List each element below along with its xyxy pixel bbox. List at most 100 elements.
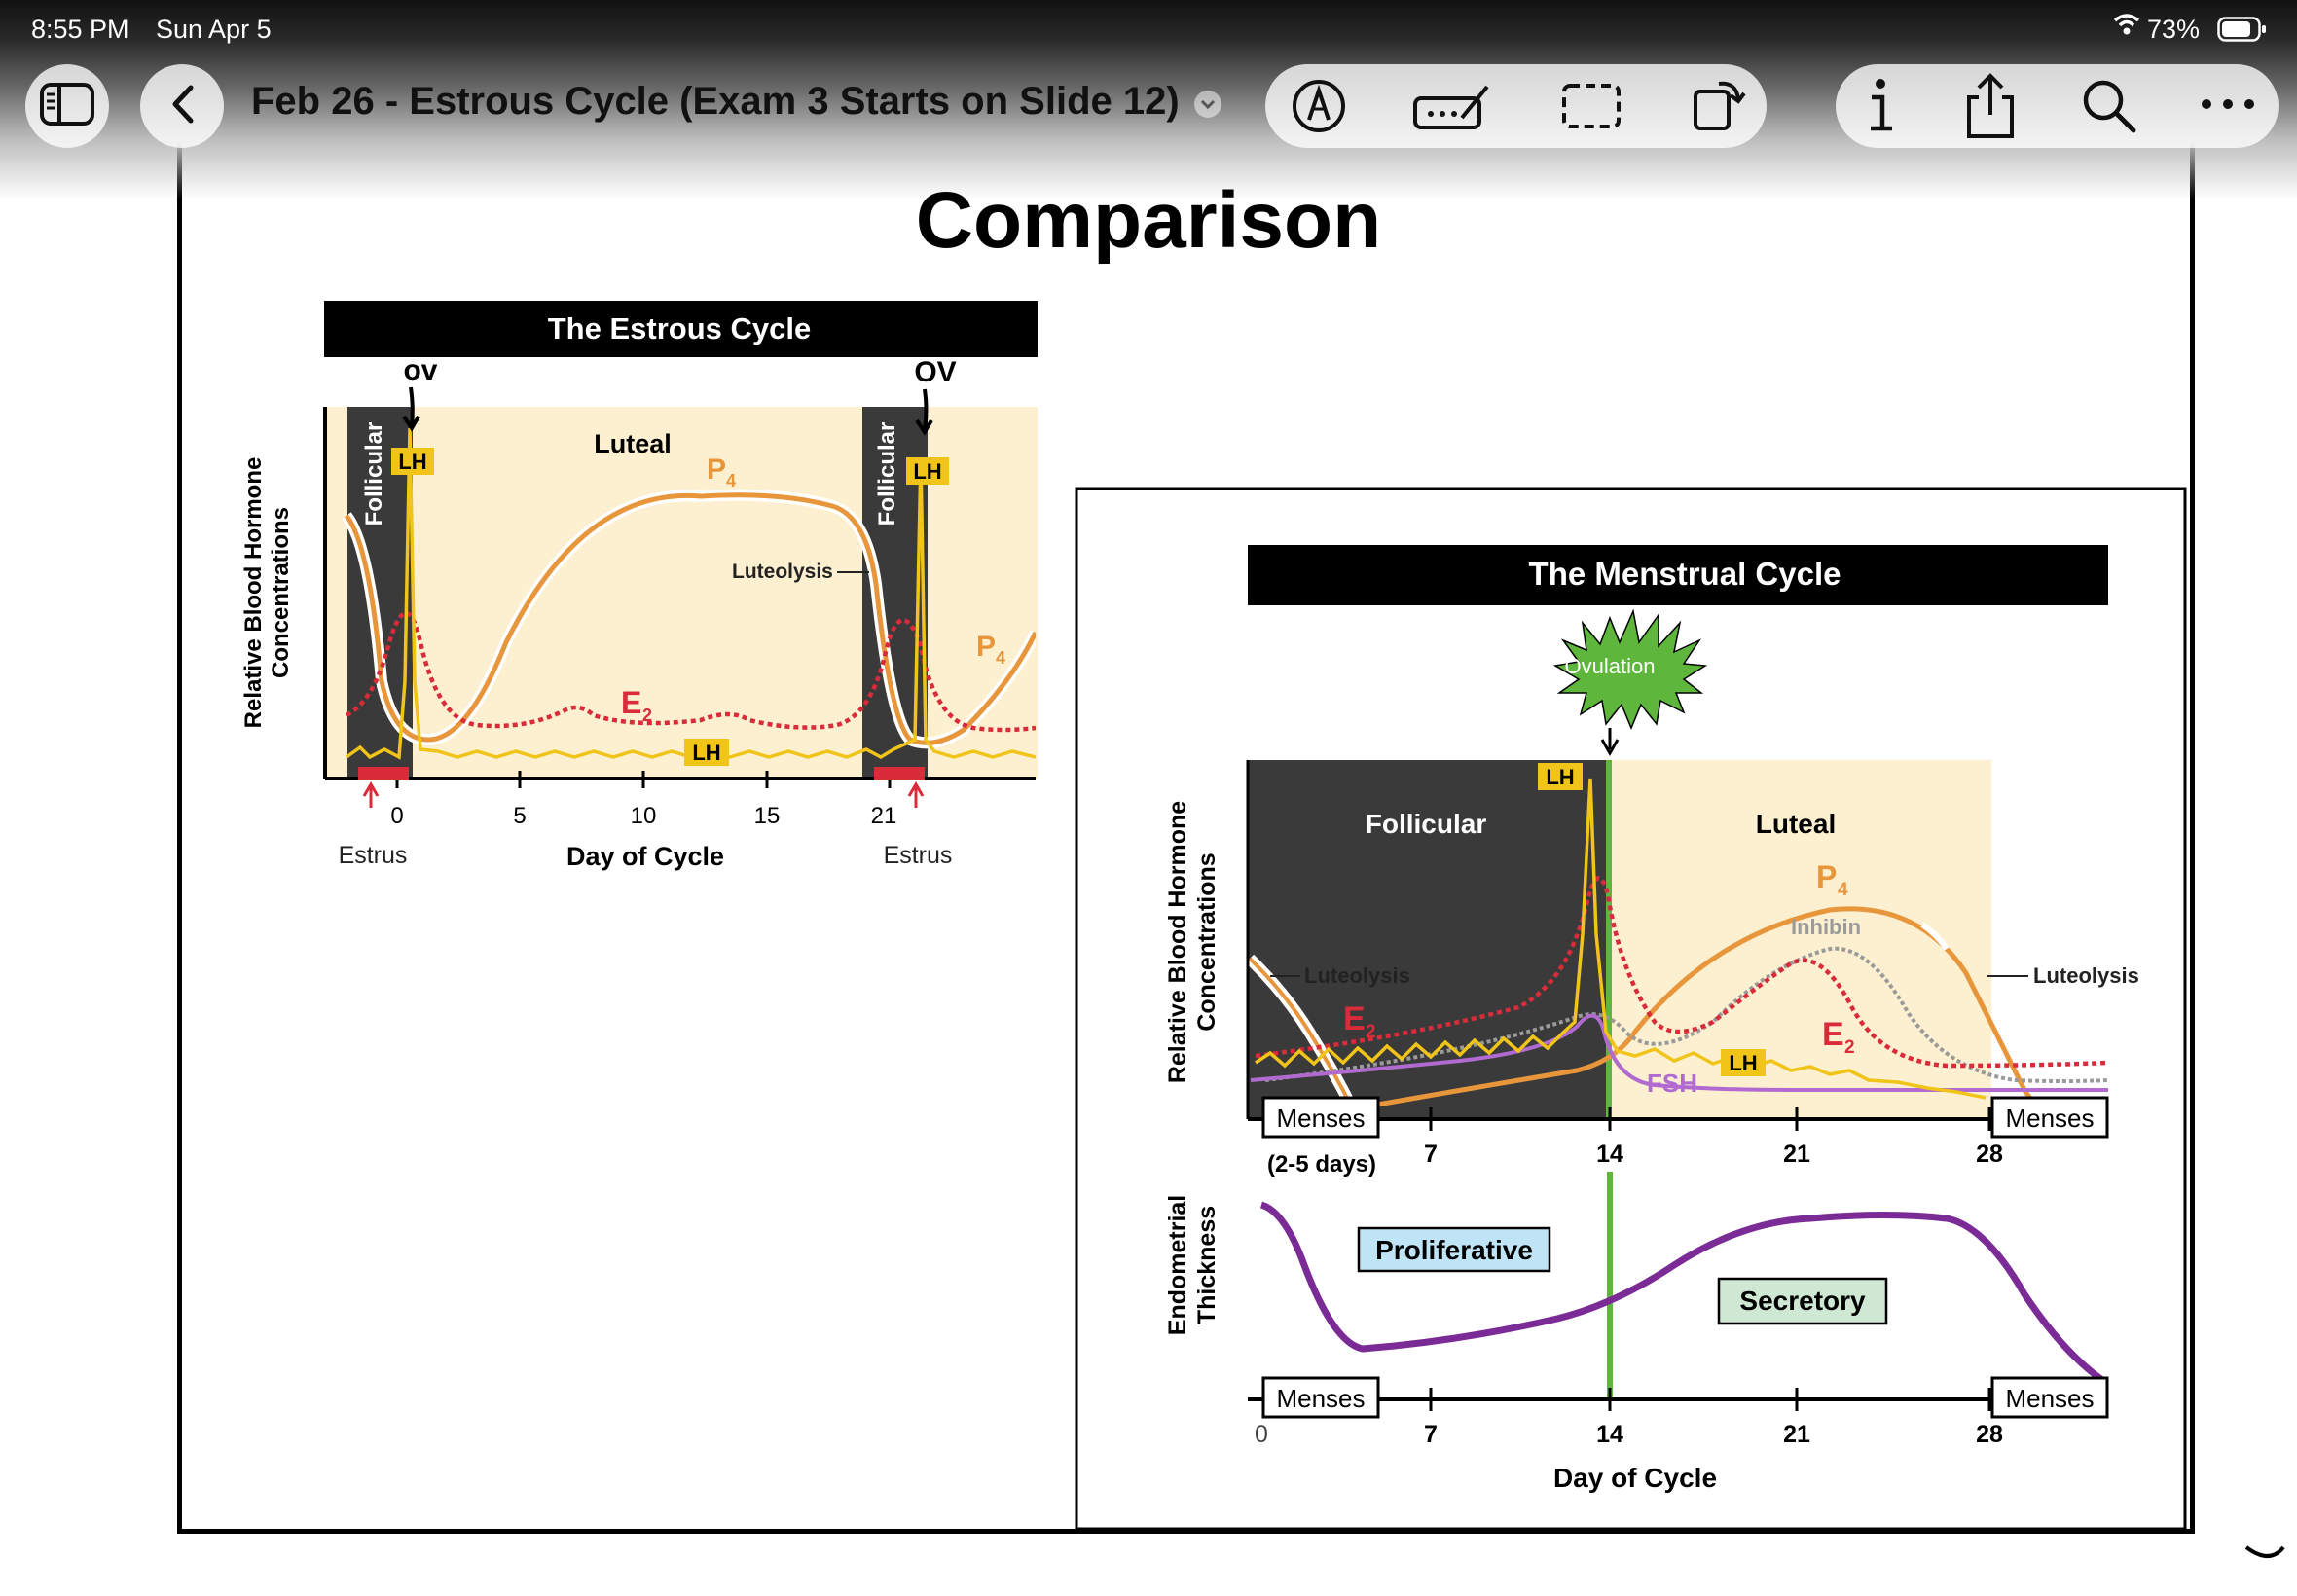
estrous-e2-sub: 2 <box>642 706 652 725</box>
markup-tools-group <box>1265 64 1767 148</box>
markup-pen-icon[interactable] <box>1287 74 1351 138</box>
info-icon[interactable] <box>1851 72 1910 140</box>
estrous-lh-badge-right <box>906 457 949 485</box>
more-icon[interactable] <box>2196 90 2260 119</box>
estrous-chart: The Estrous Cycle 0 5 10 15 21 <box>240 301 1038 871</box>
estrous-x-axis-label: Day of Cycle <box>566 842 724 871</box>
battery-percent: 73% <box>2147 15 2201 44</box>
title-chevron-icon[interactable] <box>1193 90 1222 124</box>
battery-icon <box>2217 17 2268 49</box>
estrous-tick-label: 5 <box>513 803 526 829</box>
estrous-lh-badge-left <box>391 448 434 475</box>
menstrual-luteal-label: Luteal <box>1756 809 1836 839</box>
endometrial-y-axis-label-2: Thickness <box>1193 1206 1221 1324</box>
menstrual-top-tick-label: 21 <box>1783 1141 1810 1168</box>
menses-box-top-left <box>1261 1096 1380 1139</box>
menstrual-lh-curve <box>1255 778 1987 1100</box>
estrous-banner <box>324 301 1038 357</box>
back-chevron-icon <box>167 84 197 129</box>
menstrual-top-tick-label: 14 <box>1596 1141 1623 1168</box>
estrous-luteal-label: Luteal <box>594 429 672 458</box>
endometrial-tick-label: 14 <box>1596 1421 1623 1448</box>
back-button[interactable] <box>140 64 224 148</box>
estrus-arrow-left-icon <box>362 781 380 808</box>
menstrual-top-tick-label: 7 <box>1424 1141 1438 1168</box>
menses-duration-label: (2-5 days) <box>1267 1151 1376 1178</box>
sidebar-icon <box>39 82 95 131</box>
menstrual-e2-label-right: E 2 <box>1822 1016 1855 1058</box>
ovulation-arrow-icon <box>1600 728 1620 757</box>
menses-label-top-left: Menses <box>1276 1104 1365 1133</box>
estrous-follicular-label-right: Follicular <box>874 422 900 526</box>
sidebar-button[interactable] <box>25 64 109 148</box>
ovulation-label: Ovulation <box>1565 654 1656 678</box>
endometrial-tick-label: 0 <box>1255 1421 1268 1448</box>
estrous-banner-text: The Estrous Cycle <box>548 311 811 345</box>
estrous-estrus-label-right: Estrus <box>884 842 953 869</box>
estrous-follicular-label-left: Follicular <box>361 422 387 526</box>
menstrual-p4-label: P 4 <box>1816 859 1848 900</box>
search-icon[interactable] <box>2077 74 2141 138</box>
estrous-e2-label: E 2 <box>621 685 652 725</box>
estrous-lh-label-right: LH <box>913 459 941 484</box>
share-icon[interactable] <box>1958 70 2023 142</box>
status-date: Sun Apr 5 <box>156 15 272 44</box>
menstrual-luteolysis-right-label: Luteolysis <box>2033 963 2139 988</box>
estrous-tick-label: 15 <box>754 803 781 829</box>
menstrual-y-axis-label-2: Concentrations <box>1193 852 1221 1031</box>
estrous-estrus-bar-right <box>874 767 925 780</box>
secretory-phase-label: Secretory <box>1739 1286 1866 1316</box>
menses-label-bottom-left: Menses <box>1276 1384 1365 1413</box>
menses-label-top-right: Menses <box>2005 1104 2094 1133</box>
menstrual-chart: The Menstrual Cycle Ovulation <box>1164 545 2139 1493</box>
signature-icon[interactable] <box>1409 74 1497 138</box>
estrous-luteolysis-label: Luteolysis <box>732 561 833 583</box>
menstrual-e2-curve <box>1255 875 2108 1069</box>
menstrual-e2-right-text: E <box>1822 1016 1844 1053</box>
estrous-estrus-bar-left <box>358 767 409 780</box>
estrous-lh-label-base: LH <box>692 741 720 765</box>
estrous-p4-right-text: P <box>976 631 996 663</box>
proliferative-phase-box <box>1357 1226 1551 1273</box>
estrus-arrow-right-icon <box>907 781 925 808</box>
menstrual-lh-badge-mid <box>1721 1049 1766 1076</box>
ovulation-line-bottom <box>1607 1172 1613 1397</box>
menstrual-inhibin-label: Inhibin <box>1791 915 1861 939</box>
estrous-ov-left: ov <box>403 354 437 386</box>
estrous-e2-text: E <box>621 685 641 720</box>
status-time: 8:55 PM <box>31 15 129 44</box>
estrous-estrus-label-left: Estrus <box>339 842 408 869</box>
menstrual-e2-label-left: E 2 <box>1343 1000 1376 1042</box>
menstrual-luteolysis-left-curve <box>1248 957 1355 1110</box>
menstrual-p4-luteolysis-outline <box>1920 922 1950 951</box>
selection-icon[interactable] <box>1557 74 1625 138</box>
endometrial-thickness-curve <box>1259 1201 2105 1383</box>
ov-arrow-left-icon <box>402 386 420 432</box>
menses-box-bottom-left <box>1261 1376 1380 1419</box>
menstrual-y-axis-label-1: Relative Blood Hormone <box>1164 801 1191 1083</box>
status-bar: 8:55 PM Sun Apr 5 73% <box>0 0 2297 53</box>
menstrual-e2-left-sub: 2 <box>1366 1022 1376 1042</box>
menstrual-banner-text: The Menstrual Cycle <box>1529 556 1841 592</box>
menses-label-bottom-right: Menses <box>2005 1384 2094 1413</box>
endometrial-tick-label: 28 <box>1976 1421 2003 1448</box>
estrous-lh-badge-base <box>684 739 729 766</box>
estrous-p4-label: P 4 <box>707 453 736 490</box>
estrous-e2-curve <box>345 610 1036 733</box>
estrous-p4-text: P <box>707 453 726 486</box>
slide-title: Comparison <box>915 176 1382 265</box>
rotate-icon[interactable] <box>1684 70 1752 138</box>
menstrual-fsh-label: FSH <box>1647 1069 1697 1098</box>
endometrial-tick-label: 21 <box>1783 1421 1810 1448</box>
menstrual-top-tick-label: 28 <box>1976 1141 2003 1168</box>
page-curl-icon[interactable] <box>2244 1545 2285 1558</box>
document-title[interactable]: Feb 26 - Estrous Cycle (Exam 3 Starts on… <box>251 80 1180 123</box>
ov-arrow-right-icon <box>915 388 933 436</box>
menstrual-fsh-curve <box>1250 1013 2108 1093</box>
menstrual-lh-label-mid: LH <box>1729 1051 1757 1075</box>
menstrual-p4-sub: 4 <box>1838 880 1848 900</box>
menses-box-top-right <box>1990 1096 2109 1139</box>
menstrual-banner <box>1248 545 2108 605</box>
ovulation-line-top <box>1606 760 1612 1118</box>
